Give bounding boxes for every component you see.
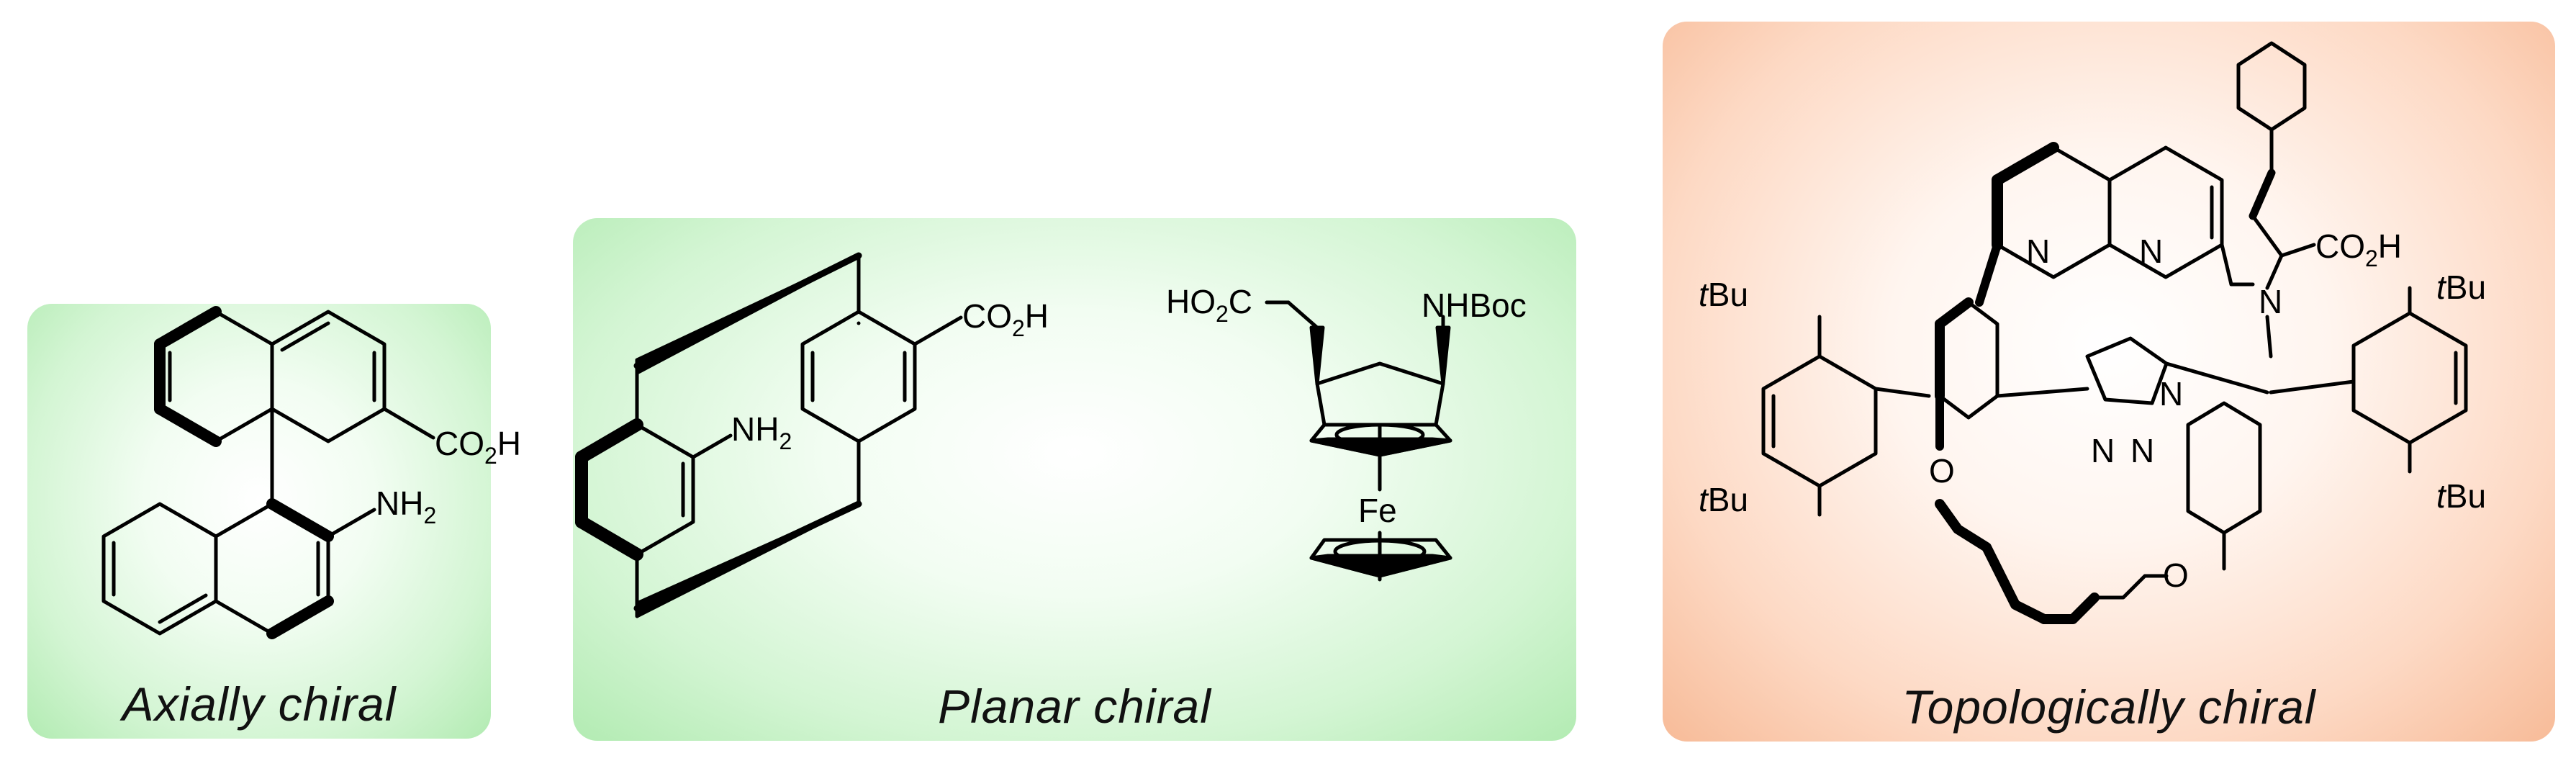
topo-tbu-label-2: tBu: [1699, 481, 1748, 518]
cyclophane-co2h-label: CO2H: [962, 297, 1049, 341]
planar-chiral-panel: Planar chiral: [573, 218, 1576, 741]
paracyclophane-structure: [575, 252, 963, 618]
topo-tbu-label-3: tBu: [2436, 269, 2486, 306]
cyclophane-nh2-label: NH2: [731, 410, 792, 454]
axial-co2h-label: CO2H: [435, 425, 521, 469]
topo-n-label-triazole-1: N: [2159, 375, 2183, 413]
topo-n-label-triazole-2: N: [2091, 432, 2115, 469]
topological-knot-structure: [1761, 41, 2468, 624]
topo-n-label-1: N: [2026, 233, 2050, 270]
topo-tbu-label-1: tBu: [1699, 276, 1748, 313]
axial-nh2-label: NH2: [376, 485, 436, 528]
topo-tbu-label-4: tBu: [2436, 477, 2486, 515]
ferrocene-fe-label: Fe: [1358, 492, 1397, 529]
topologically-chiral-panel: Topologically chiral: [1663, 22, 2555, 742]
caption-topologically-chiral: Topologically chiral: [1902, 680, 2316, 734]
topo-o-label-1: O: [1929, 452, 1955, 490]
axially-chiral-panel: Axially chiral: [27, 304, 491, 739]
topo-n-label-triazole-3: N: [2130, 432, 2154, 469]
topo-o-label-2: O: [2163, 557, 2189, 594]
topo-n-label-2: N: [2139, 233, 2163, 270]
ferrocene-structure: [1265, 300, 1452, 582]
ferrocene-nhboc-label: NHBoc: [1422, 287, 1527, 324]
caption-planar-chiral: Planar chiral: [938, 680, 1211, 733]
topo-co2h-label: CO2H: [2315, 227, 2402, 271]
topo-n-label-amine: N: [2259, 283, 2282, 320]
caption-axially-chiral: Axially chiral: [122, 677, 397, 731]
ferrocene-ho2c-label: HO2C: [1166, 283, 1252, 327]
binaphthyl-structure: [101, 306, 435, 639]
